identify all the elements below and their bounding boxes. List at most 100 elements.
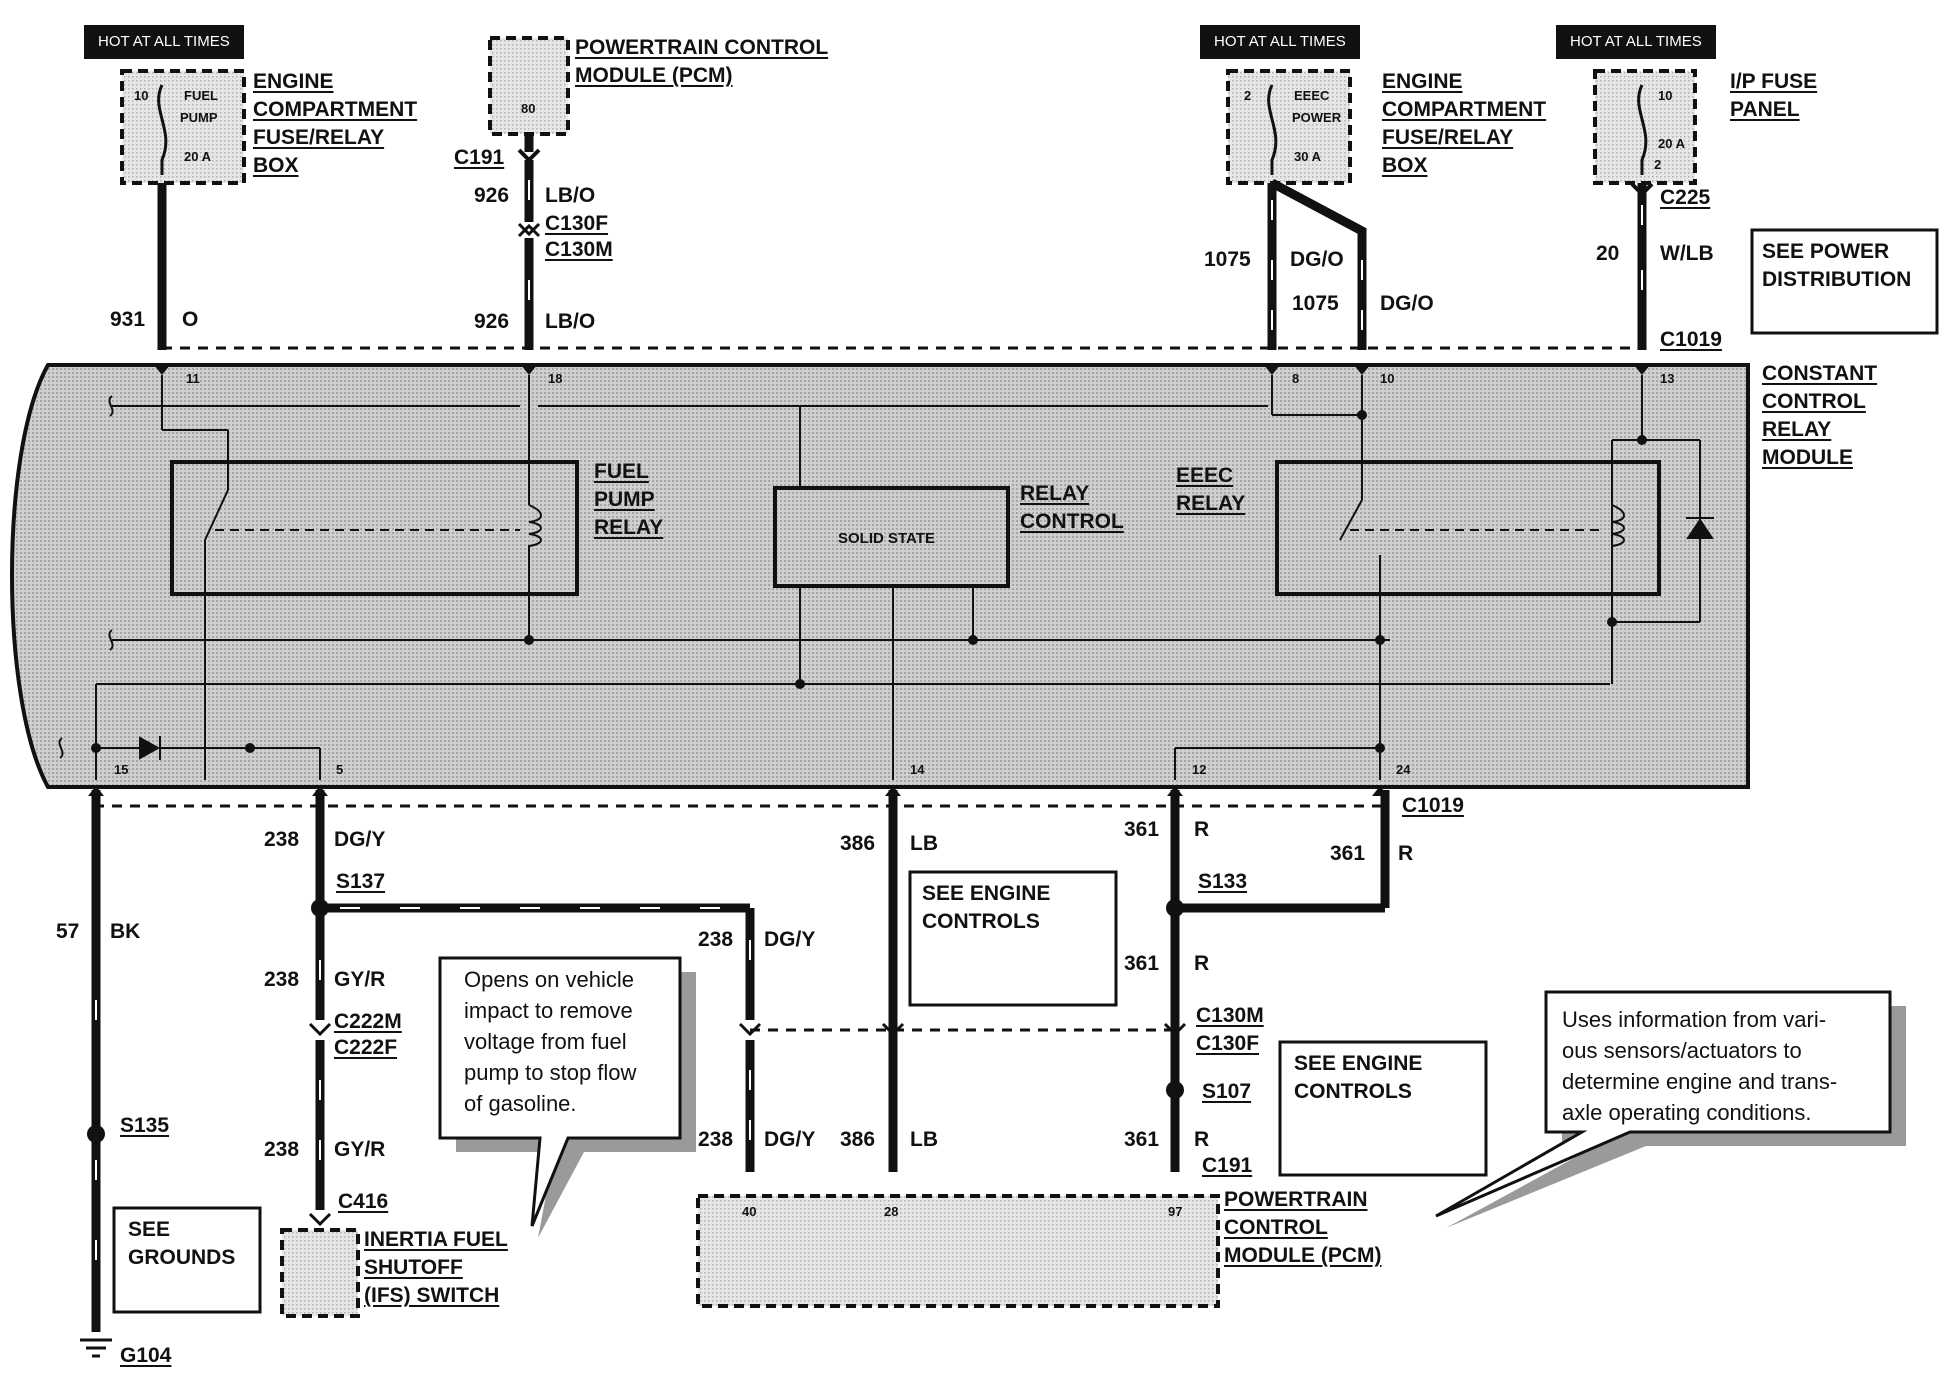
ifs-note-line-4: pump to stop flow [464, 1060, 637, 1085]
wire-361-color-1: R [1194, 818, 1210, 841]
wire-238-color-3: GY/R [334, 1138, 386, 1161]
fuse-left-rating: 20 A [184, 149, 211, 164]
pin-top-11: 11 [186, 371, 200, 386]
fuel-pump-relay-box [170, 460, 579, 596]
engine-compartment-label-left-2: COMPARTMENT [253, 98, 418, 121]
pcm-top-label-2: MODULE (PCM) [575, 64, 733, 87]
engine-compartment-label-right-1: ENGINE [1382, 70, 1463, 93]
ip-fuse-number: 10 [1658, 88, 1673, 103]
ifs-note-line-3: voltage from fuel [464, 1029, 627, 1054]
pcm-top-box [488, 36, 570, 136]
engine-compartment-label-left-1: ENGINE [253, 70, 334, 93]
s135-label: S135 [120, 1114, 170, 1137]
constant-control-relay-module-4: MODULE [1762, 446, 1853, 469]
pin-top-8: 8 [1292, 371, 1300, 386]
eeec-relay-label-2: RELAY [1176, 492, 1246, 515]
fuse-left-number: 10 [134, 88, 149, 103]
fuse-right-name-2: POWER [1292, 110, 1342, 125]
wire-238-number-3: 238 [264, 1138, 300, 1161]
wire-386-color-2: LB [910, 1128, 938, 1151]
wire-361-number-2: 361 [1330, 842, 1366, 865]
c416-label: C416 [338, 1190, 389, 1213]
wire-238-color-2: GY/R [334, 968, 386, 991]
ifs-switch-box [280, 1228, 360, 1318]
ip-fuse-pin: 2 [1654, 157, 1662, 172]
wire-926-color: LB/O [545, 310, 596, 333]
relay-control-label-2: CONTROL [1020, 510, 1124, 533]
pcm-note-line-3: determine engine and trans- [1562, 1069, 1838, 1094]
c191-bottom-label: C191 [1202, 1154, 1253, 1177]
engine-compartment-label-right-2: COMPARTMENT [1382, 98, 1547, 121]
pcm-bottom-box [696, 1194, 1220, 1308]
pin-bottom-12: 12 [1192, 762, 1207, 777]
solid-state-label: SOLID STATE [838, 530, 935, 547]
connector-c130-bottom [308, 1022, 1187, 1227]
squiggle-2 [108, 629, 114, 651]
see-power-distribution-2: DISTRIBUTION [1762, 268, 1912, 291]
wire-926-color-top: LB/O [545, 184, 596, 207]
pcm-top-label-1: POWERTRAIN CONTROL [575, 36, 829, 59]
wire-361-number-1: 361 [1124, 818, 1160, 841]
wire-361-number-3: 361 [1124, 952, 1160, 975]
ip-fuse-panel-label-1: I/P FUSE [1730, 70, 1818, 93]
module-internal-wiring [95, 375, 1701, 780]
constant-control-relay-module-1: CONSTANT [1762, 362, 1878, 385]
pin-bottom-5: 5 [336, 762, 344, 777]
pin-bottom-14: 14 [910, 762, 925, 777]
s107-label: S107 [1202, 1080, 1252, 1103]
fuse-left-name-2: PUMP [180, 110, 218, 125]
pcm-pin-97: 97 [1168, 1204, 1183, 1219]
wire-57-color: BK [110, 920, 141, 943]
wire-386-color-1: LB [910, 832, 938, 855]
pcm-bottom-label-2: CONTROL [1224, 1216, 1328, 1239]
engine-compartment-label-left-3: FUSE/RELAY [253, 126, 385, 149]
eeec-relay-label-1: EEEC [1176, 464, 1234, 487]
ifs-note-bubble [438, 956, 696, 1238]
pcm-note-bubble [1435, 990, 1906, 1228]
pin-top-13: 13 [1660, 371, 1675, 386]
wire-361-color-4: R [1194, 1128, 1210, 1151]
c222f-label: C222F [334, 1036, 398, 1059]
squiggle-1 [108, 395, 114, 417]
ifs-note-line-1: Opens on vehicle [464, 967, 634, 992]
wire-361 [1170, 790, 1390, 1172]
ground-icon [80, 1338, 112, 1358]
bottom-splices [87, 899, 1184, 1143]
see-grounds-1: SEE [128, 1218, 171, 1241]
wire-238-number-1: 238 [264, 828, 300, 851]
pin-bottom-15: 15 [114, 762, 129, 777]
constant-control-relay-module-3: RELAY [1762, 418, 1832, 441]
connector-c130-top [517, 222, 541, 238]
constant-control-relay-module-2: CONTROL [1762, 390, 1866, 413]
c225-label: C225 [1660, 186, 1711, 209]
fuel-pump-relay-label-2: PUMP [594, 488, 655, 511]
wire-931-color: O [182, 308, 199, 331]
relay-control-label-1: RELAY [1020, 482, 1090, 505]
hot-at-all-times-badge-2: HOT AT ALL TIMES [1200, 25, 1360, 59]
fuse-box-left [120, 69, 246, 185]
pcm-bottom-label-3: MODULE (PCM) [1224, 1244, 1382, 1267]
fuse-right-name-1: EEEC [1294, 88, 1330, 103]
hot-at-all-times-badge-1: HOT AT ALL TIMES [84, 25, 244, 59]
see-engine-controls-1b: CONTROLS [922, 910, 1040, 933]
ifs-switch-label-2: SHUTOFF [364, 1256, 463, 1279]
pcm-top-pin: 80 [521, 101, 536, 116]
solid-state-box [773, 486, 1010, 588]
wire-stripes [95, 180, 1643, 1260]
pin-markers-top [154, 365, 1650, 375]
pcm-note-line-1: Uses information from vari- [1562, 1007, 1827, 1032]
wire-361-number-4: 361 [1124, 1128, 1160, 1151]
see-engine-controls-1a: SEE ENGINE [922, 882, 1051, 905]
wire-361-color-2: R [1398, 842, 1414, 865]
engine-compartment-label-right-3: FUSE/RELAY [1382, 126, 1514, 149]
c130f-top-label: C130F [545, 212, 609, 235]
g104-label: G104 [120, 1344, 172, 1367]
wire-238-number-4: 238 [698, 928, 734, 951]
pin-top-18: 18 [548, 371, 563, 386]
wire-20-number: 20 [1596, 242, 1620, 265]
pcm-pin-40: 40 [742, 1204, 757, 1219]
fuel-pump-relay-coil [528, 504, 542, 560]
fuse-left-name-1: FUEL [184, 88, 218, 103]
c130m-top-label: C130M [545, 238, 613, 261]
ip-fuse-rating: 20 A [1658, 136, 1685, 151]
